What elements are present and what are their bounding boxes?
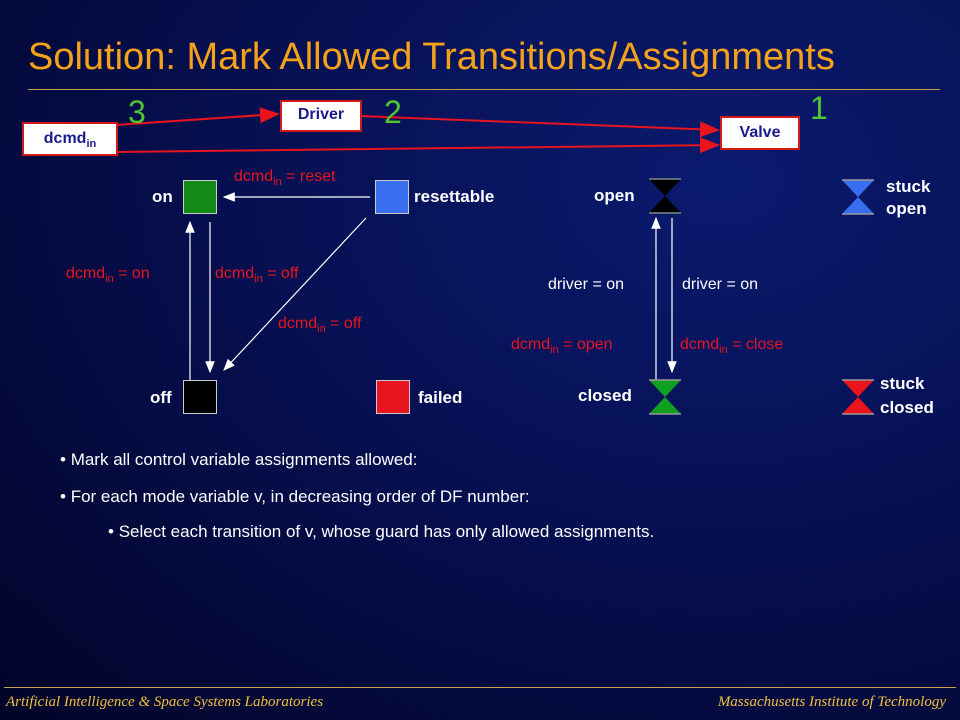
mode-resettable-label: resettable bbox=[414, 187, 495, 206]
bullet-1: • Mark all control variable assignments … bbox=[60, 450, 418, 469]
stuck-closed-hourglass-icon bbox=[842, 379, 874, 415]
guard-var: dcmd bbox=[234, 168, 274, 185]
guard-rest: = off bbox=[325, 315, 362, 332]
valve-box: Valve bbox=[720, 116, 800, 150]
footer-lab: Artificial Intelligence & Space Systems … bbox=[6, 694, 324, 710]
mode-failed-square bbox=[376, 380, 410, 414]
bullet-2: • For each mode variable v, in decreasin… bbox=[60, 487, 530, 506]
bullet-3-text: Select each transition of v, whose guard… bbox=[118, 522, 655, 541]
driver-to-valve-arrow bbox=[359, 115, 720, 138]
bullet-3: • Select each transition of v, whose gua… bbox=[108, 522, 655, 541]
guard-to-off: dcmdin = off bbox=[215, 265, 298, 285]
guard-reset: dcmdin = reset bbox=[234, 168, 336, 188]
guard-var: dcmd bbox=[278, 315, 318, 332]
dcmd-to-valve-arrow bbox=[115, 137, 720, 154]
stuck-open-line-1: stuck bbox=[886, 177, 931, 196]
dcmd-to-driver-arrow bbox=[115, 107, 280, 126]
mode-on-label: on bbox=[152, 187, 173, 206]
order-number-1: 1 bbox=[810, 90, 828, 126]
guard-rest: = close bbox=[727, 336, 784, 353]
title-divider bbox=[28, 89, 940, 90]
resettable-to-off-arrow bbox=[223, 217, 367, 371]
guard-var: dcmd bbox=[66, 265, 106, 282]
footer-divider bbox=[4, 687, 956, 688]
dcmd-in-box-subscript: in bbox=[86, 138, 97, 151]
guard-var: dcmd bbox=[215, 265, 255, 282]
guard-rest: = open bbox=[558, 336, 613, 353]
order-number-3: 3 bbox=[128, 94, 146, 130]
guard-driver-on-right: driver = on bbox=[682, 276, 759, 293]
mode-stuck-closed-label: stuck closed bbox=[880, 372, 934, 420]
mode-stuck-open-label: stuck open bbox=[886, 176, 930, 220]
bullet-2-text: For each mode variable v, in decreasing … bbox=[70, 487, 530, 506]
stuck-closed-line-2: closed bbox=[880, 398, 934, 417]
guard-sub: in bbox=[254, 273, 263, 286]
mode-open-label: open bbox=[594, 186, 635, 205]
guard-resettable-off: dcmdin = off bbox=[278, 315, 361, 335]
mode-resettable-square bbox=[375, 180, 409, 214]
guard-close-cmd: dcmdin = close bbox=[680, 336, 783, 356]
bullet-1-text: Mark all control variable assignments al… bbox=[70, 450, 418, 469]
driver-box: Driver bbox=[280, 100, 362, 132]
footer-institution: Massachusetts Institute of Technology bbox=[717, 694, 946, 710]
dcmd-in-box: dcmdin bbox=[22, 122, 118, 156]
mode-off-square bbox=[183, 380, 217, 414]
stuck-open-line-2: open bbox=[886, 199, 927, 218]
stuck-open-hourglass-icon bbox=[842, 179, 874, 215]
page-title: Solution: Mark Allowed Transitions/Assig… bbox=[28, 36, 835, 78]
guard-var: dcmd bbox=[511, 336, 551, 353]
mode-failed-label: failed bbox=[418, 388, 463, 407]
closed-hourglass-icon bbox=[649, 379, 681, 415]
guard-open-cmd: dcmdin = open bbox=[511, 336, 613, 356]
guard-sub: in bbox=[719, 344, 728, 357]
mode-off-label: off bbox=[150, 388, 172, 407]
guard-rest: = on bbox=[113, 265, 150, 282]
guard-sub: in bbox=[317, 323, 326, 336]
guard-rest: = off bbox=[262, 265, 299, 282]
dcmd-in-box-label: dcmd bbox=[43, 130, 87, 147]
guard-driver-on-left: driver = on bbox=[548, 276, 625, 293]
mode-closed-label: closed bbox=[578, 386, 632, 405]
guard-sub: in bbox=[273, 176, 282, 189]
guard-sub: in bbox=[105, 273, 114, 286]
guard-sub: in bbox=[550, 344, 559, 357]
open-hourglass-icon bbox=[649, 178, 681, 214]
guard-to-on: dcmdin = on bbox=[66, 265, 150, 285]
guard-rest: = reset bbox=[281, 168, 336, 185]
mode-on-square bbox=[183, 180, 217, 214]
order-number-2: 2 bbox=[384, 94, 402, 130]
guard-var: dcmd bbox=[680, 336, 720, 353]
stuck-closed-line-1: stuck bbox=[880, 374, 925, 393]
